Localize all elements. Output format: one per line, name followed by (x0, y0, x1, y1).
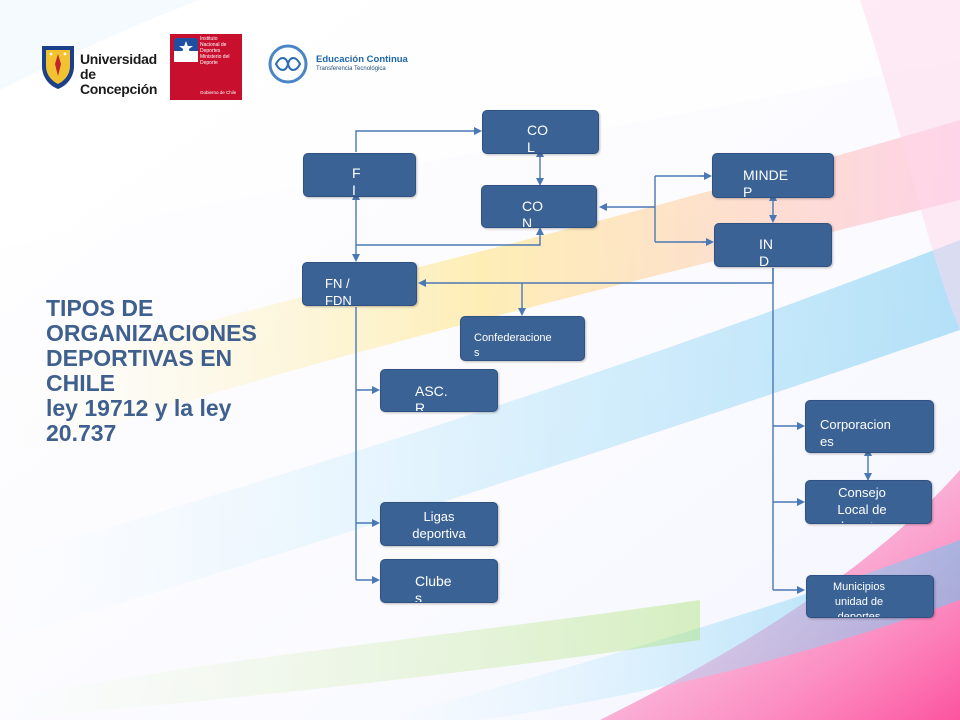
node-col-label: CO L (527, 122, 548, 154)
title-line-5: ley 19712 y la ley (46, 395, 232, 421)
node-asc-r[interactable]: ASC. R (380, 369, 498, 412)
node-fi-label: F I (352, 165, 361, 197)
udec-logo-line-2: de Concepción (80, 66, 158, 97)
node-con-label: CO N (522, 198, 543, 228)
title-line-2: ORGANIZACIONES (46, 320, 257, 346)
title-line-3: DEPORTIVAS EN (46, 345, 233, 371)
educacion-continua-logo: Educación Continua Transferencia Tecnoló… (266, 44, 408, 84)
udec-logo-line-1: Universidad (80, 51, 157, 67)
node-ind-label: IN D (759, 236, 773, 267)
ec-logo-title: Educación Continua (316, 54, 408, 65)
node-fn-fdn[interactable]: FN / FDN (302, 262, 417, 306)
connector-bracket-mindep (654, 175, 712, 243)
title-line-1: TIPOS DE (46, 295, 154, 321)
connector-fi-col (355, 127, 482, 152)
node-confederaciones[interactable]: Confederacione s (460, 316, 585, 361)
ind-logo-line-1: Instituto (200, 36, 218, 42)
node-fi[interactable]: F I (303, 153, 416, 197)
node-mindep[interactable]: MINDE P (712, 153, 834, 198)
node-ind[interactable]: IN D (714, 223, 832, 267)
udec-shield-icon (42, 46, 74, 89)
udec-logo: Universidad de Concepción (40, 44, 160, 97)
node-municipios-label: Municipios unidad de deportes (833, 581, 885, 618)
node-mindep-label: MINDE P (743, 167, 789, 198)
chile-shield-icon (174, 38, 198, 62)
infinity-circle-icon (268, 44, 308, 84)
slide-title: TIPOS DE ORGANIZACIONES DEPORTIVAS EN CH… (46, 296, 306, 446)
node-corporaciones[interactable]: Corporacion es (805, 400, 934, 453)
node-col[interactable]: CO L (482, 110, 599, 154)
node-fn-fdn-label: FN / FDN (325, 276, 352, 306)
node-asc-r-label: ASC. R (415, 383, 448, 412)
node-clubes[interactable]: Clube s (380, 559, 498, 603)
node-con[interactable]: CO N (481, 185, 597, 228)
title-line-6: 20.737 (46, 420, 117, 446)
node-municipios[interactable]: Municipios unidad de deportes (806, 575, 934, 618)
ind-logo: Instituto Nacional de Deportes Ministeri… (170, 34, 242, 100)
connector-fn-con (356, 227, 544, 246)
ind-logo-line-4: Ministerio del Deporte (200, 54, 230, 66)
ind-logo-line-2: Nacional de (200, 42, 227, 48)
node-consejo-local[interactable]: Consejo Local de deportes (805, 480, 932, 524)
node-consejo-local-label: Consejo Local de deportes (837, 485, 888, 523)
ec-logo-subtitle: Transferencia Tecnológica (316, 66, 386, 72)
node-ligas[interactable]: Ligas deportiva (380, 502, 498, 546)
node-confederaciones-label: Confederacione s (474, 332, 552, 359)
node-clubes-label: Clube s (415, 573, 452, 603)
node-corporaciones-label: Corporacion es (820, 417, 891, 449)
connector-ind-spine (418, 268, 774, 287)
node-ligas-label: Ligas deportiva (412, 509, 466, 541)
title-line-4: CHILE (46, 370, 115, 396)
ind-logo-bottom: Gobierno de Chile (200, 90, 237, 95)
ind-logo-line-3: Deportes (200, 48, 221, 54)
